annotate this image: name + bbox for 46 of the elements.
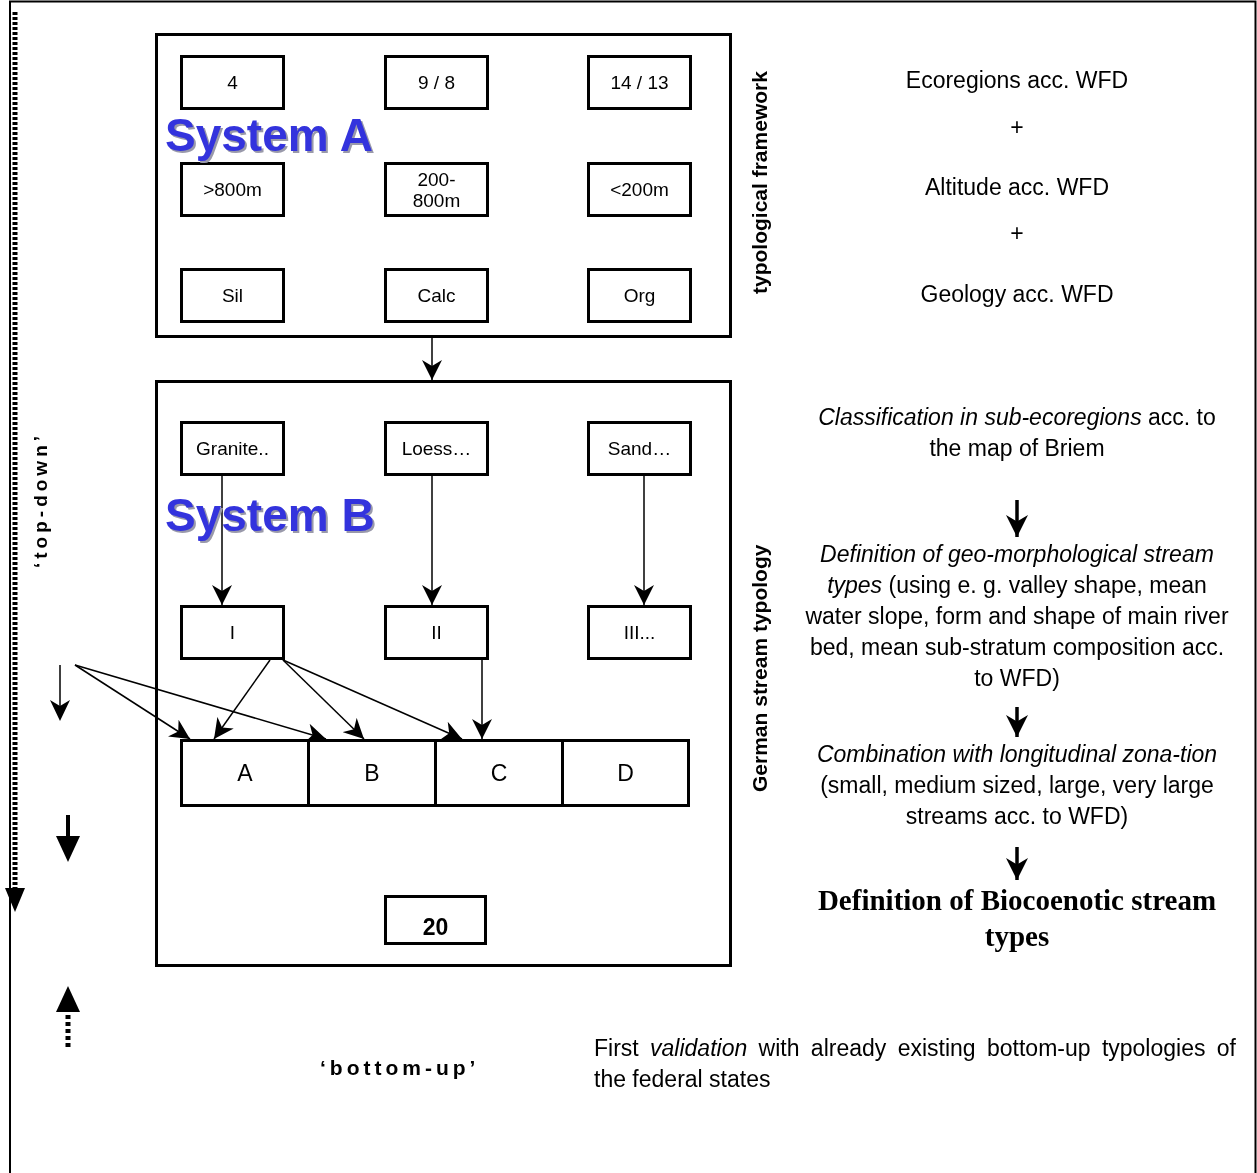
category-box: Calc — [384, 268, 489, 323]
system-title: System A — [165, 108, 373, 162]
category-box: >800m — [180, 162, 285, 217]
arrow — [472, 659, 492, 740]
arrow — [1006, 707, 1028, 737]
direction-label: ‘top-down’ — [30, 431, 52, 570]
category-box: 20 — [384, 895, 487, 945]
vertical-heading: German stream typology — [748, 543, 772, 794]
step-text: Classification in sub-ecoregions acc. to the map of Briem — [804, 400, 1230, 500]
arrow — [282, 659, 463, 741]
arrow — [422, 475, 442, 606]
arrow — [74, 664, 191, 740]
arrow — [634, 475, 654, 606]
arrow — [1006, 500, 1028, 537]
category-box: 4 — [180, 55, 285, 110]
result-text: Definition of Biocoenotic stream types — [812, 880, 1222, 960]
table-cell: D — [561, 739, 690, 807]
category-box: Sil — [180, 268, 285, 323]
criterion-text: Ecoregions acc. WFD — [904, 66, 1130, 95]
step-text: Combination with longitudinal zona-tion (small, medium sized, large, very large streams acc. to WFD) — [804, 737, 1230, 847]
category-box: <200m — [587, 162, 692, 217]
direction-label: ‘bottom-up’ — [320, 1056, 481, 1081]
criterion-text: Geology acc. WFD — [919, 280, 1115, 309]
category-box: 200- 800m — [384, 162, 489, 217]
arrow — [422, 337, 442, 381]
category-box: Org — [587, 268, 692, 323]
plus-sign: + — [1009, 113, 1025, 142]
step-text: Definition of geo-morphological stream types (using e. g. valley shape, mean water slope, form and shape of main river bed, mean sub-stratum composition acc. to WFD) — [804, 537, 1230, 707]
arrow — [282, 659, 365, 740]
category-box: Granite.. — [180, 421, 285, 476]
category-box: 14 / 13 — [587, 55, 692, 110]
category-box: 9 / 8 — [384, 55, 489, 110]
category-box: Sand… — [587, 421, 692, 476]
criterion-text: Altitude acc. WFD — [923, 173, 1110, 202]
arrow — [213, 659, 271, 740]
table-cell: B — [307, 739, 437, 807]
table-cell: A — [180, 739, 310, 807]
category-box: I — [180, 605, 285, 660]
plus-sign: + — [1009, 219, 1025, 248]
category-box: III... — [587, 605, 692, 660]
category-box: II — [384, 605, 489, 660]
vertical-heading: typological framework — [748, 70, 772, 297]
category-box: Loess… — [384, 421, 489, 476]
table-cell: C — [434, 739, 564, 807]
note-text: First validation with already existing bottom-up typologies of the federal states — [594, 1034, 1236, 1094]
arrow — [1006, 847, 1028, 880]
